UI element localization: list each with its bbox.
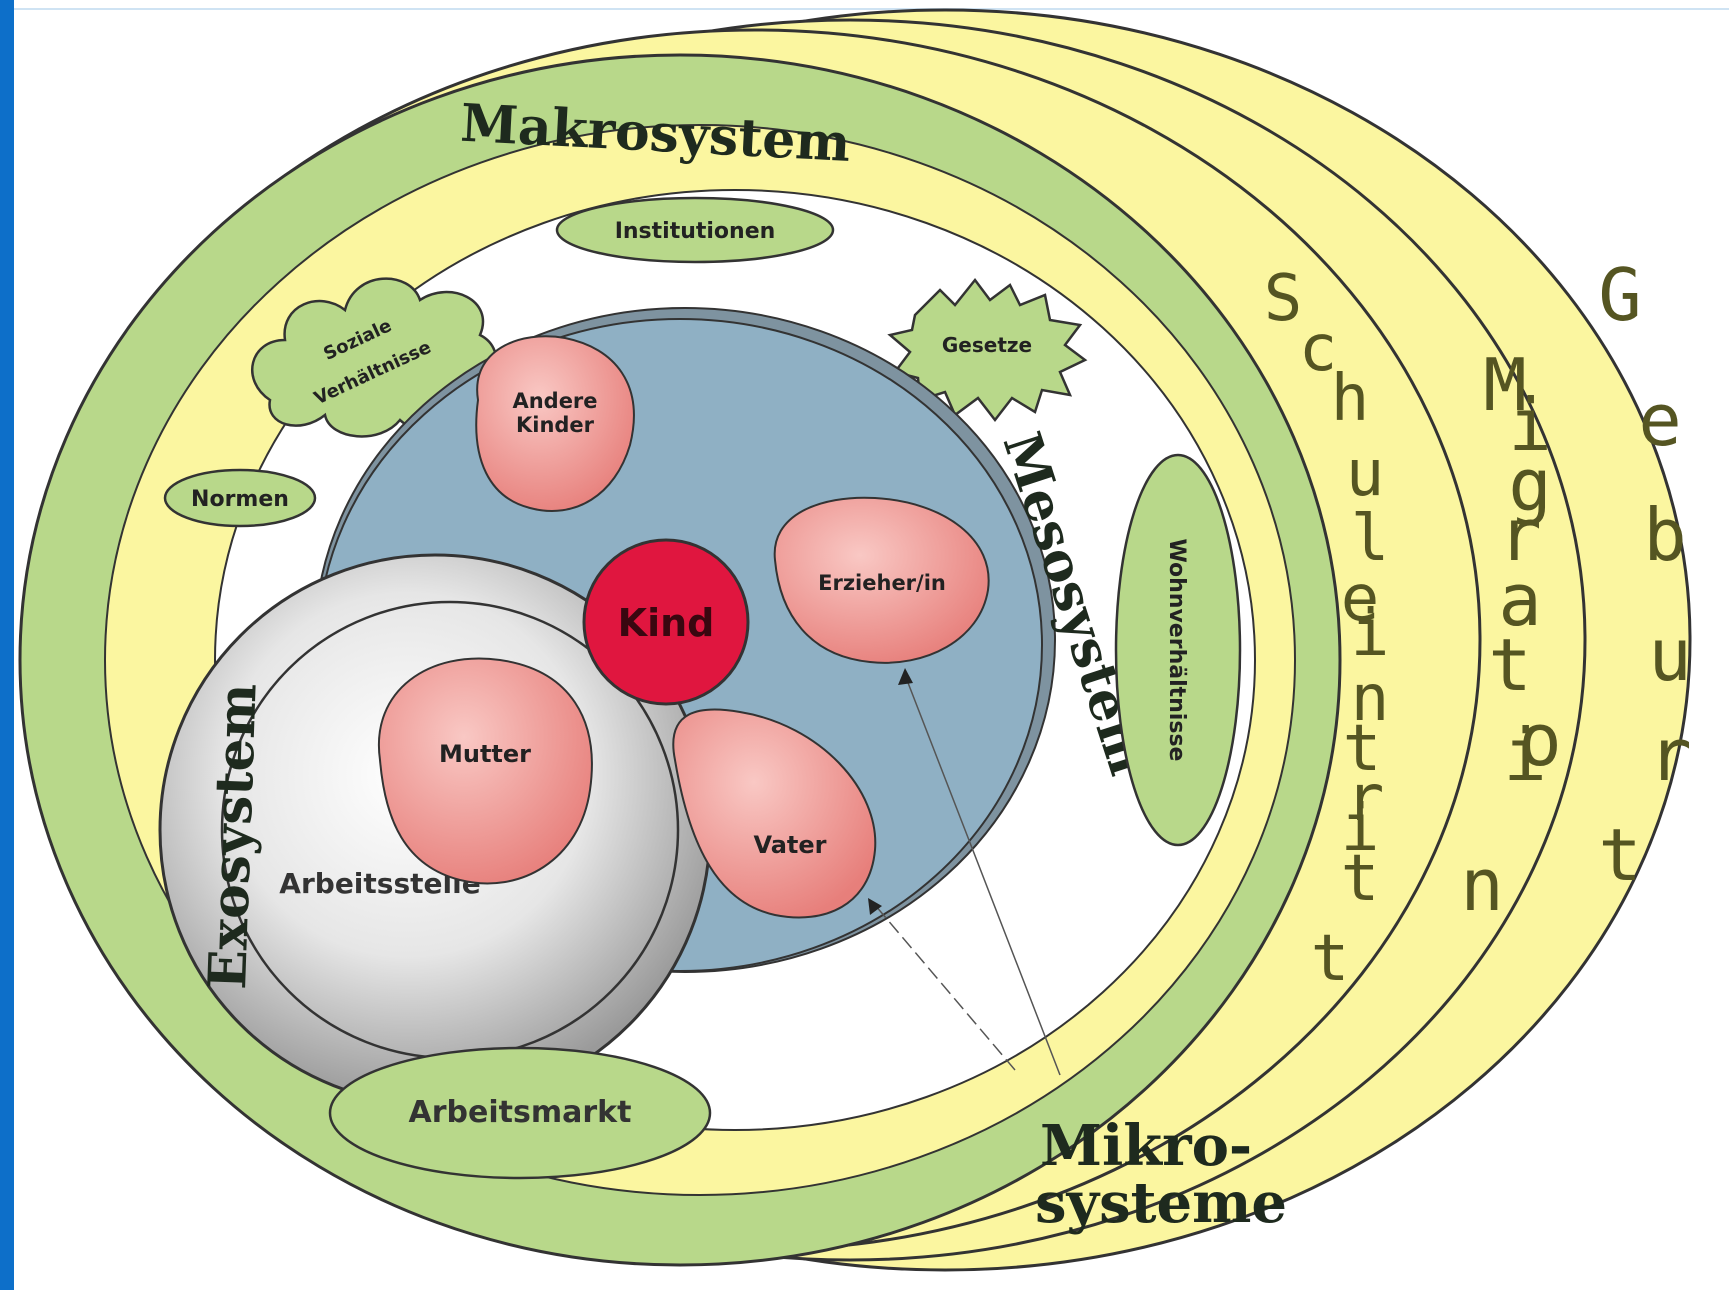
andere-kinder-node: Andere Kinder bbox=[475, 335, 635, 512]
schuleintritt-letter: h bbox=[1331, 362, 1370, 436]
institutionen-node: Institutionen bbox=[555, 196, 835, 264]
wohnverhaeltnisse-label: Wohnverhältnisse bbox=[1164, 539, 1189, 762]
mutter-node: Mutter bbox=[377, 657, 593, 885]
institutionen-label: Institutionen bbox=[615, 219, 776, 244]
andere-kinder-label-2: Kinder bbox=[516, 413, 595, 437]
mikrosysteme-arrows bbox=[868, 668, 1061, 1076]
geburt-letter: b bbox=[1643, 493, 1686, 577]
left-accent-bar bbox=[0, 0, 14, 1290]
migration-letter: r bbox=[1498, 493, 1541, 577]
geburt-letter: e bbox=[1638, 378, 1681, 462]
normen-node: Normen bbox=[163, 468, 317, 528]
geburt-letter: G bbox=[1598, 253, 1641, 337]
schuleintritt-letter: t bbox=[1341, 842, 1380, 916]
migration-letter: a bbox=[1498, 558, 1541, 642]
mikrosysteme-label-1: Mikro- bbox=[1040, 1113, 1252, 1179]
arbeitsmarkt-node: Arbeitsmarkt bbox=[328, 1046, 712, 1180]
top-divider bbox=[14, 8, 1729, 10]
schuleintritt-letter: n bbox=[1351, 662, 1390, 736]
schuleintritt-letter: t bbox=[1311, 922, 1350, 996]
wohnverhaeltnisse-node: Wohnverhältnisse bbox=[1114, 453, 1242, 847]
kind-node: Kind bbox=[582, 538, 750, 706]
migration-letter: M bbox=[1483, 343, 1526, 427]
migration-letter: i bbox=[1508, 383, 1551, 467]
mutter-label: Mutter bbox=[439, 740, 531, 768]
schuleintritt-letter: i bbox=[1341, 792, 1380, 866]
vater-node: Vater bbox=[672, 708, 877, 919]
schuleintritt-letter: l bbox=[1351, 502, 1390, 576]
erzieher-label: Erzieher/in bbox=[818, 571, 946, 595]
schuleintritt-letter: S bbox=[1264, 262, 1303, 336]
schuleintritt-letter: r bbox=[1346, 762, 1385, 836]
schuleintritt-letter: e bbox=[1341, 562, 1380, 636]
migration-letter: t bbox=[1488, 623, 1531, 707]
andere-kinder-label-1: Andere bbox=[512, 389, 597, 413]
gesetze-label: Gesetze bbox=[942, 333, 1032, 357]
migration-letter: g bbox=[1508, 443, 1551, 527]
schuleintritt-letter: i bbox=[1351, 597, 1390, 671]
exosystem-label: Exosystem bbox=[197, 682, 269, 990]
migration-letter: n bbox=[1460, 843, 1503, 927]
kind-label: Kind bbox=[618, 601, 715, 645]
migration-letter: o bbox=[1518, 698, 1561, 782]
schuleintritt-letter: u bbox=[1346, 437, 1385, 511]
geburt-letter: t bbox=[1598, 813, 1641, 897]
arbeitsmarkt-label: Arbeitsmarkt bbox=[409, 1095, 632, 1130]
geburt-letter: r bbox=[1648, 713, 1691, 797]
schuleintritt-letter: t bbox=[1343, 712, 1382, 786]
geburt-letter: u bbox=[1648, 613, 1691, 697]
vater-label: Vater bbox=[753, 831, 826, 859]
normen-label: Normen bbox=[191, 487, 289, 512]
migration-letter: i bbox=[1503, 713, 1546, 797]
mikrosysteme-label-2: systeme bbox=[1035, 1170, 1287, 1236]
schuleintritt-letter: c bbox=[1299, 312, 1338, 386]
erzieher-node: Erzieher/in bbox=[773, 496, 990, 664]
